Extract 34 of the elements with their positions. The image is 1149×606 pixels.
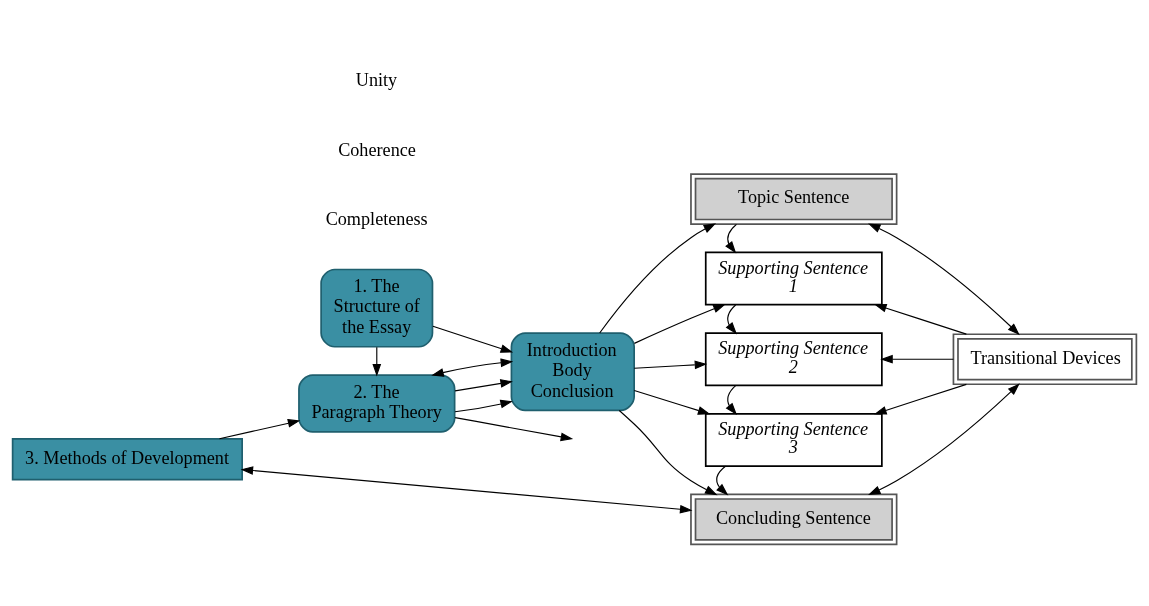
arrow (880, 354, 954, 364)
arrow (725, 304, 738, 335)
arrow (868, 223, 1020, 336)
node-box: Introduction Body Conclusion (510, 332, 635, 412)
arrow (454, 399, 513, 413)
node-box: Supporting Sentence 2 (704, 332, 883, 387)
arrow (633, 304, 726, 344)
arrow (599, 223, 717, 334)
arrow (874, 303, 967, 335)
node-box: Concluding Sentence (690, 493, 898, 546)
arrow (454, 379, 513, 392)
arrow (618, 409, 718, 496)
node-box: Topic Sentence (690, 173, 898, 225)
arrow (725, 223, 738, 254)
arrow (725, 385, 738, 416)
node-box: Supporting Sentence 1 (704, 251, 883, 306)
arrow (218, 419, 301, 440)
label: Unity (355, 70, 398, 91)
arrow (874, 383, 967, 415)
arrow (240, 466, 693, 514)
arrow (431, 358, 514, 377)
arrow (432, 325, 514, 353)
node-box: Supporting Sentence 3 (704, 412, 883, 467)
node-box: Transitional Devices (952, 333, 1138, 386)
label: Completeness (325, 208, 428, 229)
node-box: 3. Methods of Development (11, 437, 243, 481)
node-box: 2. The Paragraph Theory (298, 374, 456, 433)
arrow (716, 465, 729, 496)
arrow (633, 390, 711, 415)
label: Coherence (338, 139, 416, 160)
arrow (633, 360, 708, 370)
node-box: 1. The Structure of the Essay (320, 268, 434, 348)
arrow (454, 417, 574, 442)
arrow (868, 383, 1020, 496)
